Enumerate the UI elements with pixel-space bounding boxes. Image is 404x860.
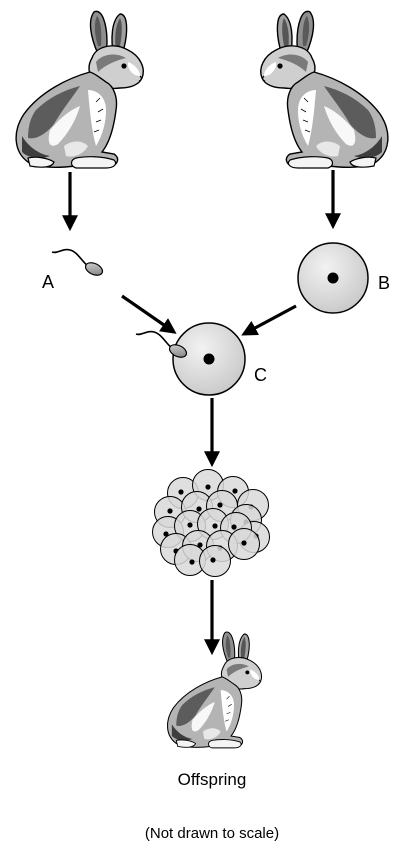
sperm-label: A: [42, 272, 54, 292]
zygote-cell: [172, 322, 246, 396]
offspring-label: Offspring: [178, 770, 247, 789]
zygote-label: C: [254, 365, 267, 385]
egg-cell: [297, 242, 369, 314]
arrow-egg-to-zygote: [241, 304, 297, 336]
egg-label: B: [378, 273, 390, 293]
parent-rabbit-right: [260, 10, 389, 169]
sperm-cell: [51, 248, 106, 279]
parent-rabbit-left: [15, 10, 144, 169]
arrow-sperm-to-zygote: [121, 294, 177, 334]
embryo-cell-cluster: [152, 469, 270, 577]
scale-note: (Not drawn to scale): [145, 825, 279, 842]
embryo-cell: [199, 545, 231, 577]
embryo-cell: [228, 528, 260, 560]
offspring-rabbit: [166, 631, 263, 749]
